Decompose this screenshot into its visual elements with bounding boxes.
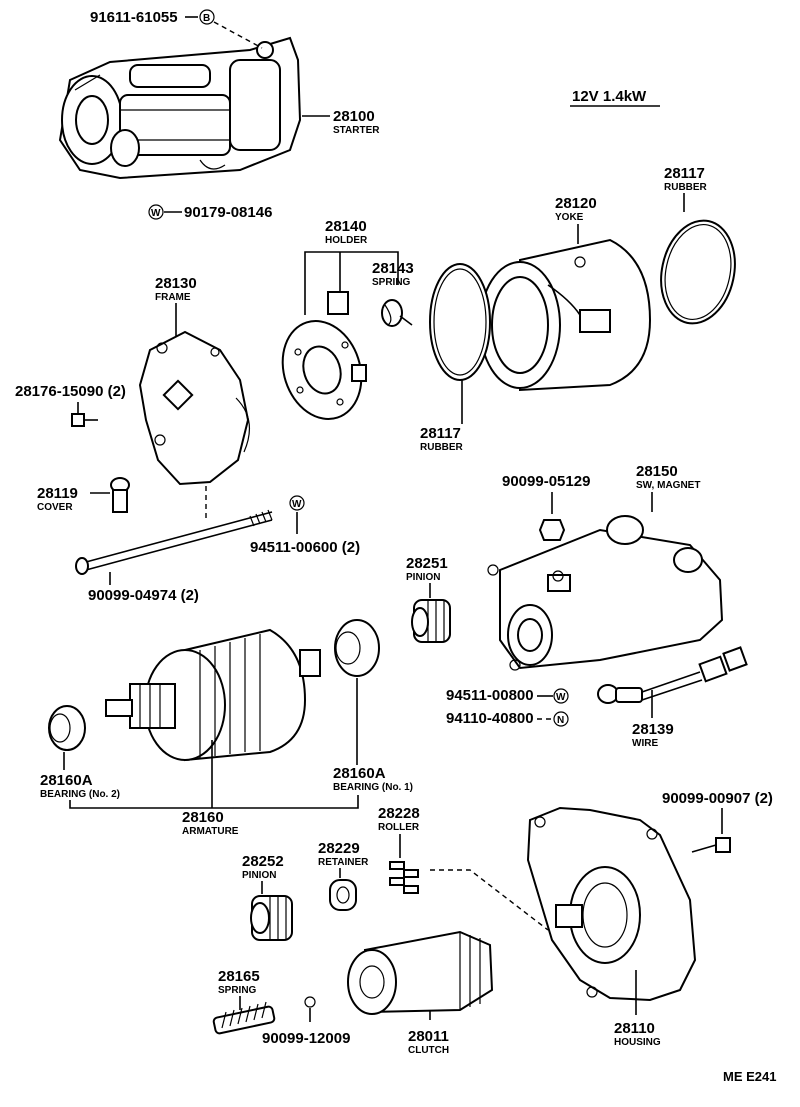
- starter-assembly-illustration: [58, 36, 302, 180]
- diagram-code: ME E241: [723, 1069, 776, 1084]
- part-number: 28160A: [333, 765, 386, 782]
- frame-illustration: [138, 330, 251, 486]
- part-number: 28117: [420, 425, 461, 442]
- part-number: 28120: [555, 195, 597, 212]
- part-name: RUBBER: [664, 182, 708, 193]
- part-number: 28160A: [40, 772, 93, 789]
- washer-symbol-icon: [553, 688, 569, 704]
- roller-illustration: [389, 861, 419, 894]
- part-number: 28100: [333, 108, 375, 125]
- part-name: ARMATURE: [182, 826, 239, 837]
- part-number: 90099-00907 (2): [662, 790, 773, 807]
- magnet-switch-illustration: [487, 515, 724, 671]
- leader: [69, 795, 359, 809]
- ball-illustration: [304, 996, 316, 1008]
- part-number: 28011: [408, 1028, 449, 1045]
- part-name: RETAINER: [318, 857, 369, 868]
- housing-illustration: [526, 806, 697, 1002]
- bolt-symbol-letter: B: [203, 13, 210, 24]
- part-name: CLUTCH: [408, 1045, 449, 1056]
- part-name: HOLDER: [325, 235, 368, 246]
- part-number: 28139: [632, 721, 674, 738]
- part-name: SPRING: [372, 277, 411, 288]
- part-number: 90099-04974 (2): [88, 587, 199, 604]
- wire-illustration: [597, 646, 748, 704]
- armature-illustration: [105, 628, 321, 762]
- part-name: COVER: [37, 502, 73, 513]
- washer-symbol-letter: W: [292, 499, 302, 510]
- part-number: 28252: [242, 853, 284, 870]
- part-name: SPRING: [218, 985, 257, 996]
- part-name: SW, MAGNET: [636, 480, 700, 491]
- bolt-illustration: [71, 413, 98, 427]
- part-number: 28110: [614, 1020, 655, 1037]
- part-number: 94110-40800: [446, 710, 534, 727]
- rubber-ring-illustration: [660, 219, 736, 325]
- part-name: YOKE: [555, 212, 584, 223]
- part-number: 94511-00600 (2): [250, 539, 360, 556]
- part-name: BEARING (No. 1): [333, 782, 413, 793]
- yoke-illustration: [455, 238, 652, 392]
- spring-illustration: [381, 299, 413, 327]
- part-number: 90179-08146: [184, 204, 272, 221]
- pinion-gear-illustration: [250, 895, 293, 941]
- bearing-illustration: [48, 619, 380, 751]
- nut-illustration: [538, 519, 566, 541]
- leader: [430, 869, 549, 931]
- part-number: 28160: [182, 809, 224, 826]
- part-name: FRAME: [155, 292, 191, 303]
- part-name: PINION: [406, 572, 440, 583]
- part-number: 28143: [372, 260, 414, 277]
- part-name: BEARING (No. 2): [40, 789, 120, 800]
- part-name: RUBBER: [420, 442, 464, 453]
- leader: [304, 251, 399, 315]
- part-number: 28165: [218, 968, 260, 985]
- nut-symbol-letter: N: [557, 715, 564, 726]
- bolt-illustration: [691, 837, 731, 853]
- washer-symbol-icon: [148, 204, 164, 220]
- through-bolt-illustration: [75, 509, 273, 575]
- bolt-symbol-icon: [199, 9, 215, 25]
- leader: [213, 21, 263, 49]
- washer-symbol-letter: W: [151, 208, 161, 219]
- part-name: HOUSING: [614, 1037, 661, 1048]
- part-number: 90099-05129: [502, 473, 590, 490]
- part-number: 28150: [636, 463, 678, 480]
- part-number: 94511-00800: [446, 687, 534, 704]
- clutch-illustration: [347, 930, 494, 1015]
- part-number: 28251: [406, 555, 448, 572]
- washer-symbol-icon: [289, 495, 305, 511]
- part-name: ROLLER: [378, 822, 420, 833]
- part-name: PINION: [242, 870, 276, 881]
- part-name: WIRE: [632, 738, 658, 749]
- part-number: 28119: [37, 485, 78, 502]
- pinion-gear-illustration: [411, 599, 451, 643]
- retainer-illustration: [329, 879, 357, 911]
- nut-symbol-icon: [553, 711, 569, 727]
- part-number: 90099-12009: [262, 1030, 350, 1047]
- part-number: 28130: [155, 275, 197, 292]
- part-number: 28176-15090 (2): [15, 383, 126, 400]
- spec-label: 12V 1.4kW: [572, 88, 647, 105]
- part-name: STARTER: [333, 125, 380, 136]
- cover-illustration: [110, 477, 130, 513]
- part-number: 28228: [378, 805, 420, 822]
- washer-symbol-letter: W: [556, 692, 566, 703]
- brush-holder-illustration: [281, 291, 367, 420]
- part-number: 28229: [318, 840, 360, 857]
- part-number: 91611-61055: [90, 9, 178, 26]
- rubber-ring-illustration: [429, 263, 491, 381]
- part-number: 28117: [664, 165, 705, 182]
- part-number: 28140: [325, 218, 367, 235]
- spring-illustration: [212, 1001, 276, 1035]
